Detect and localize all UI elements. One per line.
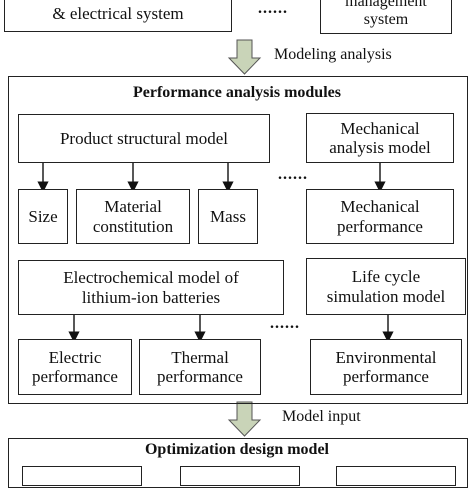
mechanical-analysis-model-box: Mechanical analysis model: [306, 113, 454, 163]
model-input-label: Model input: [282, 408, 361, 425]
electrical-system-label: & electrical system: [52, 3, 184, 23]
management-label: management: [345, 0, 427, 11]
life-cycle-simulation-box: Life cycle simulation model: [306, 258, 466, 315]
optimization-sub-box-3: [336, 466, 456, 486]
electric-performance-box: Electric performance: [18, 339, 132, 395]
material-constitution-box: Material constitution: [76, 189, 190, 244]
model-input-arrow: [227, 401, 262, 437]
flow-diagram: & electrical system ...... management sy…: [4, 0, 468, 488]
environmental-performance-box: Environmental performance: [310, 339, 462, 395]
modeling-analysis-label: Modeling analysis: [274, 46, 392, 63]
optimization-sub-box-1: [22, 466, 142, 486]
electrical-system-box: & electrical system: [4, 0, 232, 32]
optimization-title: Optimization design model: [144, 441, 329, 458]
mass-box: Mass: [198, 189, 258, 244]
performance-modules-title: Performance analysis modules: [133, 84, 341, 101]
upper-ellipsis: ......: [278, 166, 308, 183]
management-system-box: management system: [320, 0, 452, 34]
lower-ellipsis: ......: [270, 315, 300, 332]
mechanical-performance-box: Mechanical performance: [306, 189, 454, 244]
modeling-analysis-arrow: [227, 39, 262, 75]
size-box: Size: [18, 189, 68, 244]
optimization-sub-box-2: [180, 466, 300, 486]
top-ellipsis: ......: [258, 0, 288, 17]
electrochemical-model-box: Electrochemical model of lithium-ion bat…: [18, 260, 284, 315]
product-structural-model-box: Product structural model: [18, 114, 270, 163]
thermal-performance-box: Thermal performance: [139, 339, 261, 395]
performance-modules-frame: [8, 76, 468, 404]
connector-layer: [37, 39, 394, 437]
system-label: system: [363, 11, 409, 29]
